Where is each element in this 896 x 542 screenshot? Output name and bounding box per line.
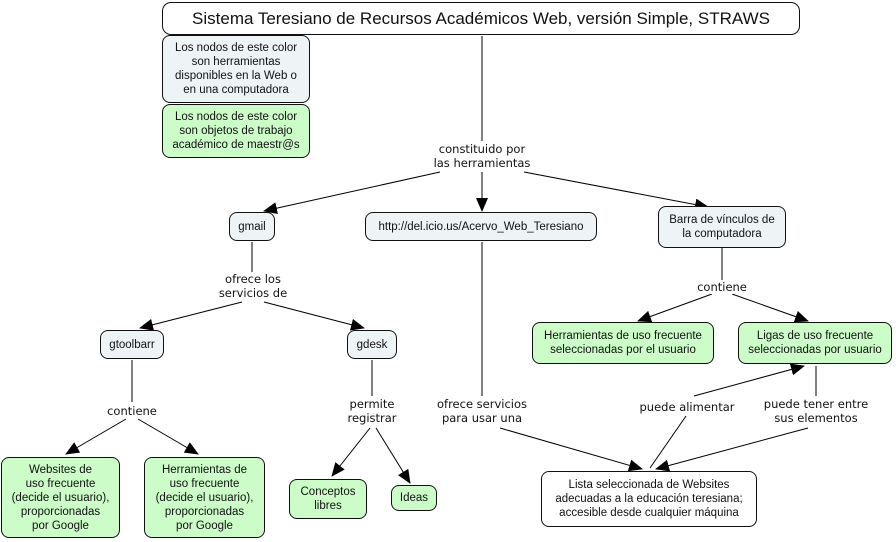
node-websites-google[interactable]: Websites de uso frecuente (decide el usu… [1, 457, 120, 538]
arrow-permite-to-conceptos [331, 427, 371, 477]
arrow-contiene-to-ligas-sel [731, 293, 809, 323]
node-lista-websites[interactable]: Lista seleccionada de Websites adecuadas… [541, 471, 757, 527]
node-herramientas-seleccionadas[interactable]: Herramientas de uso frecuente selecciona… [532, 322, 714, 364]
node-herramientas-google[interactable]: Herramientas de uso frecuente (decide el… [144, 457, 265, 538]
node-ideas[interactable]: Ideas [391, 485, 437, 511]
node-delicious[interactable]: http://del.icio.us/Acervo_Web_Teresiano [365, 212, 597, 241]
arrow-contiene-to-herr-sel [637, 293, 713, 323]
title-node[interactable]: Sistema Teresiano de Recursos Académicos… [162, 2, 800, 35]
node-gtoolbarr[interactable]: gtoolbarr [100, 330, 164, 359]
arrow-constituido-to-barra [523, 171, 709, 211]
arrow-ofrece-to-gtoolbarr [139, 301, 243, 331]
arrow-puede-tener-to-lista [655, 427, 809, 472]
node-barra-vinculos[interactable]: Barra de vínculos de la computadora [658, 206, 786, 248]
legend-tool-node[interactable]: Los nodos de este color son herramientas… [162, 35, 310, 103]
link-label-contiene-gtoolbarr: contiene [96, 404, 168, 418]
link-label-contiene-barra: contiene [686, 280, 758, 294]
arrow-ofrece-servicios-to-lista [499, 427, 643, 472]
node-ligas-seleccionadas[interactable]: Ligas de uso frecuente seleccionadas por… [738, 322, 892, 364]
arrow-contiene-to-websites [65, 418, 127, 455]
arrow-ofrece-to-gdesk [263, 301, 365, 331]
link-label-ofrece-los: ofrece los servicios de [208, 272, 298, 300]
arrow-puede-alimentar-to-ligas [693, 363, 805, 397]
link-label-ofrece-servicios: ofrece servicios para usar una [426, 397, 538, 425]
link-label-permite-registrar: permite registrar [336, 397, 408, 425]
link-label-constituido: constituido por las herramientas [426, 142, 538, 170]
arrow-permite-to-ideas [375, 427, 411, 484]
legend-work-node[interactable]: Los nodos de este color son objetos de t… [162, 104, 310, 158]
connector-lista-to-puede-alimentar [649, 415, 687, 469]
arrow-contiene-to-herr-google [137, 418, 199, 455]
node-conceptos-libres[interactable]: Conceptos libres [289, 479, 367, 519]
node-gdesk[interactable]: gdesk [347, 330, 397, 359]
link-label-puede-alimentar: puede alimentar [632, 400, 742, 414]
arrow-constituido-to-gmail [263, 171, 441, 215]
node-gmail[interactable]: gmail [229, 212, 275, 241]
link-label-puede-tener: puede tener entre sus elementos [754, 397, 878, 425]
